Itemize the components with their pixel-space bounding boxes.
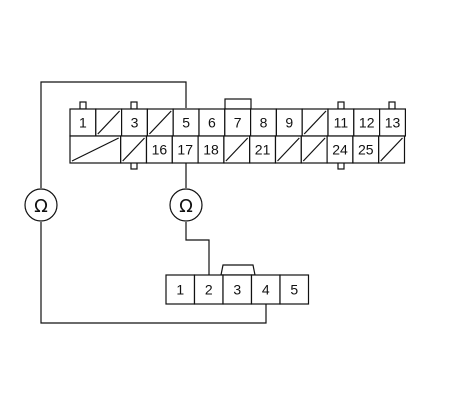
pin-cell: 8 [250, 108, 278, 137]
unused-pin-slash [277, 137, 300, 162]
unused-pin-slash [148, 110, 172, 135]
unused-pin-cell [69, 135, 122, 164]
pin-cell: 17 [171, 135, 199, 164]
pin-number: 21 [255, 142, 271, 158]
connector-bottom: 1 2 3 4 5 [165, 264, 310, 305]
pin-cell: 7 [224, 108, 252, 137]
pin-number: 24 [332, 142, 348, 158]
pin-cell: 12 [353, 108, 381, 137]
pin-cell: 11 [327, 108, 355, 137]
pin-number: 17 [177, 142, 193, 158]
ohmmeter-center-symbol: Ω [179, 196, 193, 217]
pin-cell-border [249, 135, 277, 164]
pin-cell: 5 [279, 274, 310, 305]
connector-top-tab [337, 101, 345, 110]
pin-cell: 16 [145, 135, 173, 164]
ohmmeter-left-circle [24, 188, 58, 222]
ohmmeter-center-circle [169, 188, 203, 222]
connector-top-tab [79, 101, 87, 110]
pin-cell-border [171, 135, 199, 164]
pin-number: 8 [260, 115, 268, 131]
pin-number: 1 [176, 282, 184, 298]
unused-pin-slash [303, 110, 327, 135]
connector-top-tab [388, 101, 396, 110]
unused-pin-cell [146, 108, 174, 137]
pin-number: 5 [290, 282, 298, 298]
pin-number: 25 [358, 142, 374, 158]
unused-pin-cell [223, 135, 251, 164]
pin-cell: 3 [222, 274, 253, 305]
pin-number: 4 [262, 282, 270, 298]
pin-number: 16 [152, 142, 168, 158]
unused-pin-cell [274, 135, 302, 164]
pin-number: 12 [359, 115, 375, 131]
pin-number: 7 [234, 115, 242, 131]
wires [40, 81, 267, 324]
unused-pin-cell [300, 135, 328, 164]
pin-number: 11 [334, 115, 349, 131]
unused-pin-cell [120, 135, 148, 164]
pin-cell: 3 [120, 108, 148, 137]
pin-cell: 2 [193, 274, 224, 305]
unused-pin-slash [302, 137, 326, 162]
unused-pin-cell [301, 108, 329, 137]
pin-cell: 13 [379, 108, 407, 137]
pin-number: 3 [233, 282, 241, 298]
pin-cell-border [165, 274, 196, 305]
pin-cell-border [279, 274, 310, 305]
pin-cell-border [250, 108, 278, 137]
pin-cell: 25 [352, 135, 380, 164]
ohmmeter-center: Ω [169, 188, 203, 222]
pin-cell: 18 [197, 135, 225, 164]
pin-cell: 5 [172, 108, 200, 137]
unused-pin-cell [95, 108, 123, 137]
ohmmeter-left: Ω [24, 188, 58, 222]
unused-pin-slash [225, 137, 249, 162]
pin-number: 9 [285, 115, 293, 131]
pin-cell-border [69, 135, 122, 164]
pin-cell: 24 [326, 135, 354, 164]
pin-cell-border [145, 135, 173, 164]
pin-number: 6 [208, 115, 216, 131]
pin-cell: 1 [165, 274, 196, 305]
pin-cell-border [326, 135, 354, 164]
unused-pin-slash [122, 137, 145, 162]
unused-pin-slash [97, 110, 121, 135]
pin-number: 2 [205, 282, 213, 298]
pin-number: 3 [131, 115, 139, 131]
pin-cell-border [222, 274, 253, 305]
connector-top-tab [130, 101, 138, 110]
connector-top-row2: 16 17 18 21 24 25 [69, 135, 406, 164]
connector-top-latch [224, 98, 252, 110]
connector-bottom-row: 1 2 3 4 5 [165, 274, 310, 305]
unused-pin-cell [378, 135, 406, 164]
ohmmeter-left-symbol: Ω [34, 196, 48, 217]
pin-number: 1 [79, 115, 87, 131]
pin-number: 13 [385, 115, 401, 131]
pin-number: 18 [203, 142, 219, 158]
pin-cell-border [120, 108, 148, 137]
pin-cell: 1 [69, 108, 97, 137]
wire-center-lower [185, 222, 210, 275]
wire-left-lower [40, 222, 267, 324]
pin-cell: 4 [250, 274, 281, 305]
unused-pin-slash [380, 137, 403, 162]
pin-cell: 9 [275, 108, 303, 137]
connector-bottom-latch [220, 264, 256, 276]
wire-left-loop [40, 81, 187, 188]
unused-pin-slash [71, 137, 119, 162]
pin-cell-border [352, 135, 380, 164]
pin-number: 5 [182, 115, 190, 131]
pin-cell-border [172, 108, 200, 137]
pin-cell: 6 [198, 108, 226, 137]
pin-cell: 21 [249, 135, 277, 164]
pin-cell-border [198, 108, 226, 137]
